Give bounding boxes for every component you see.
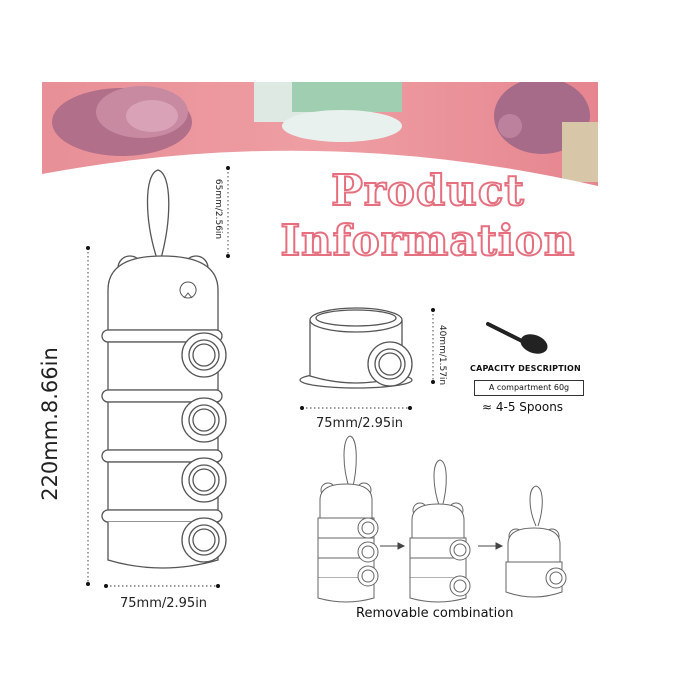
tall-bottle-drawing xyxy=(101,169,227,569)
handle-loop-icon xyxy=(146,169,170,263)
width-dimension-label: 75mm/2.95in xyxy=(120,596,208,611)
outlet-knob-icon xyxy=(181,332,227,378)
spoon-icon xyxy=(486,322,548,354)
compartment-drawing xyxy=(299,307,413,389)
bear-emblem-icon xyxy=(179,281,197,299)
outlet-knob-icon xyxy=(181,457,227,503)
spoons-capacity-text: ≈ 4-5 Spoons xyxy=(482,400,564,414)
capacity-description-title: CAPACITY DESCRIPTION xyxy=(470,364,581,373)
outlet-knob-icon xyxy=(181,397,227,443)
compartment-height-label: 40mm/1.57in xyxy=(437,324,447,386)
removable-combination-caption: Removable combination xyxy=(356,606,514,621)
title-product: Product xyxy=(330,165,525,216)
outlet-knob-icon xyxy=(367,341,413,387)
compartment-width-label: 75mm/2.95in xyxy=(316,416,404,431)
compartment-capacity-box: A compartment 60g xyxy=(474,380,584,396)
ear-height-dimension-label: 65mm/2.56in xyxy=(213,178,223,240)
removable-combination-drawing xyxy=(317,435,567,603)
outlet-knob-icon xyxy=(181,517,227,563)
height-dimension-label: 220mm.8.66in xyxy=(38,347,62,501)
product-photo-banner xyxy=(42,82,598,192)
title-information: Information xyxy=(280,215,576,266)
